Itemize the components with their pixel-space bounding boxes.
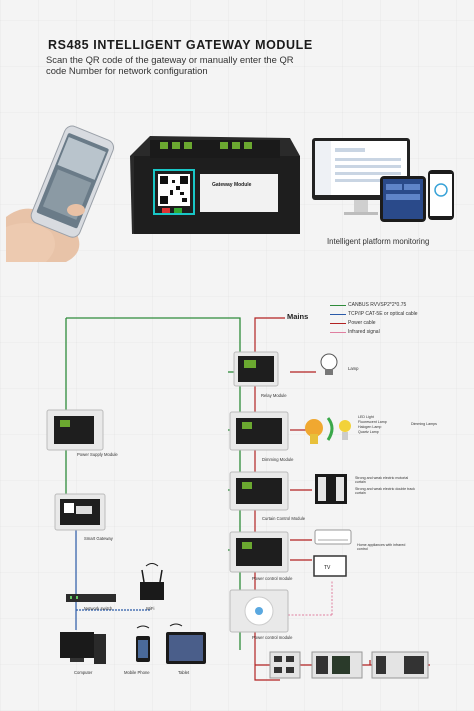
mobile-phone-label: Mobile Phone bbox=[124, 670, 150, 675]
power-supply-module-label: Power Supply Module bbox=[77, 452, 118, 457]
mobile-phone-icon bbox=[136, 625, 150, 662]
dimming-module-icon bbox=[229, 411, 289, 451]
power-control-module-label-1: Power control module bbox=[252, 576, 293, 581]
tv-label: TV bbox=[324, 565, 331, 571]
legend-power: Power cable bbox=[348, 320, 376, 326]
network-switch-icon bbox=[66, 594, 116, 602]
power-control-module-icon bbox=[229, 531, 289, 573]
dimming-module-label: Dimming Module bbox=[262, 457, 294, 462]
tablet-icon bbox=[166, 623, 206, 664]
curtain-label-1: Strong and weak electric motorial curtai… bbox=[355, 476, 409, 485]
air-conditioner-icon bbox=[314, 529, 352, 545]
legend-canbus-line bbox=[330, 305, 346, 307]
dimming-lamps-icon bbox=[305, 417, 351, 444]
dimming-item-led: LED Light bbox=[358, 415, 374, 419]
page-subtitle: Scan the QR code of the gateway or manua… bbox=[46, 54, 294, 76]
mains-label: Mains bbox=[287, 312, 309, 321]
wifi-label: WiFi bbox=[146, 606, 155, 611]
curtain-module-label: Curtain Control Module bbox=[262, 516, 306, 521]
power-supply-module-icon bbox=[46, 409, 104, 451]
lamp-label: Lamp bbox=[348, 366, 359, 371]
dimming-item-quartz: Quartz Lamp bbox=[358, 430, 379, 434]
legend-power-line bbox=[330, 323, 346, 325]
switch-panel-2-icon bbox=[311, 651, 363, 679]
gateway-device-image: Gateway Module bbox=[130, 136, 300, 234]
legend-infrared: Infrared signal bbox=[348, 329, 380, 335]
smart-gateway-icon bbox=[54, 493, 106, 531]
device-name-label: Gateway Module bbox=[212, 182, 252, 188]
legend-infrared-line bbox=[330, 332, 346, 334]
power-control-module-label-2: Power control module bbox=[252, 635, 293, 640]
network-switch-label: Network switch bbox=[84, 606, 113, 611]
dimming-item-halogen: Halogen Lamp bbox=[358, 425, 382, 429]
computer-icon bbox=[60, 632, 106, 664]
wifi-router-icon bbox=[140, 563, 164, 600]
dimming-item-fluorescent: Fluorescent Lamp bbox=[358, 420, 387, 424]
switch-panel-1-icon bbox=[269, 651, 301, 679]
lamp-icon bbox=[320, 353, 338, 375]
computer-label: Computer bbox=[74, 670, 93, 675]
switch-panel-3-icon bbox=[371, 651, 429, 679]
appliances-label: Home appliances with infrared control bbox=[357, 543, 406, 552]
page-title: RS485 INTELLIGENT GATEWAY MODULE bbox=[48, 38, 313, 52]
smart-gateway-label: Smart Gateway bbox=[84, 536, 113, 541]
curtain-label-2: Strong and weak electric double track cu… bbox=[355, 487, 415, 496]
curtain-icon bbox=[315, 474, 347, 504]
legend-canbus: CANBUS RVVSP2*2*0.75 bbox=[348, 302, 407, 308]
dimming-group-label: Dimming Lamps bbox=[411, 422, 437, 426]
monitoring-devices-image bbox=[312, 138, 454, 222]
tv-icon bbox=[313, 555, 347, 577]
platform-caption: Intelligent platform monitoring bbox=[327, 237, 430, 246]
legend-tcpip-line bbox=[330, 314, 346, 316]
infrared-controller-icon bbox=[229, 589, 289, 633]
phone-scan-illustration bbox=[6, 125, 115, 262]
relay-module-label: Relay Module bbox=[261, 393, 287, 398]
curtain-module-icon bbox=[229, 471, 289, 511]
legend-tcpip: TCP/IP CAT-5E or optical cable bbox=[348, 311, 418, 317]
tablet-label: Tablet bbox=[178, 670, 190, 675]
relay-module-icon bbox=[233, 351, 279, 387]
